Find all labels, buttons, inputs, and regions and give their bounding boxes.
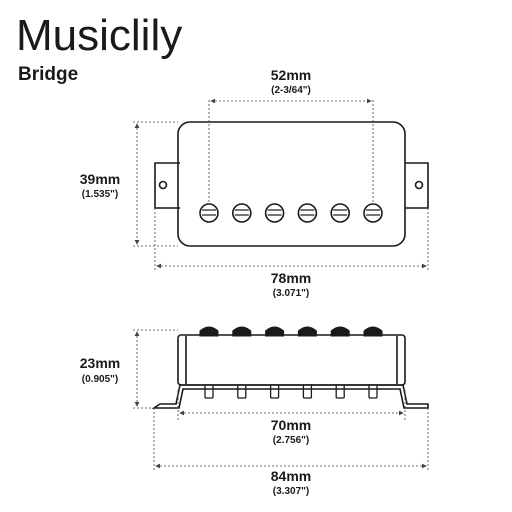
side-overall-length-imperial: (3.307") — [273, 486, 309, 497]
side-height-metric: 23mm — [80, 355, 120, 371]
brand-title: Musiclily — [16, 11, 182, 60]
overall-length-metric: 78mm — [271, 270, 311, 286]
right-mounting-ear — [405, 162, 429, 209]
top-view: 52mm (2-3/64") 39mm (1.535") 78mm (3.071… — [80, 67, 429, 299]
pole-piece-screw — [363, 203, 383, 223]
pole-piece-screw — [232, 203, 252, 223]
height-metric: 39mm — [80, 171, 120, 187]
side-legs — [204, 384, 378, 399]
side-view: 23mm (0.905") 70mm (2.756") 84mm (3.307"… — [80, 326, 429, 497]
screw-leg — [237, 384, 247, 399]
left-mounting-ear — [154, 162, 180, 209]
pole-piece-screw — [199, 203, 219, 223]
side-cover — [177, 334, 406, 386]
side-height-imperial: (0.905") — [82, 374, 118, 385]
pole-piece-screw — [330, 203, 351, 223]
top-pole-pieces — [199, 203, 383, 223]
screw-leg — [335, 384, 345, 399]
position-subtitle: Bridge — [18, 64, 78, 85]
side-overall-length-metric: 84mm — [271, 468, 311, 484]
pole-piece-top — [232, 326, 252, 337]
left-mounting-hole — [158, 180, 168, 190]
pole-piece-screw — [264, 203, 285, 223]
right-mounting-hole — [414, 180, 424, 190]
base-length-imperial: (2.756") — [273, 435, 309, 446]
pole-spacing-imperial: (2-3/64") — [271, 85, 311, 96]
height-imperial: (1.535") — [82, 189, 118, 200]
overall-length-imperial: (3.071") — [273, 288, 309, 299]
side-pole-tops — [199, 326, 383, 337]
pole-piece-screw — [297, 203, 318, 223]
screw-leg — [204, 384, 214, 399]
pole-spacing-metric: 52mm — [271, 67, 311, 83]
pole-piece-top — [330, 326, 350, 337]
screw-leg — [302, 384, 313, 399]
pole-piece-top — [297, 326, 317, 337]
screw-leg — [269, 384, 280, 399]
pole-piece-top — [199, 326, 219, 337]
pickup-cover — [177, 121, 406, 247]
screw-leg — [368, 384, 378, 399]
base-plate — [151, 384, 429, 409]
pole-piece-top — [363, 326, 383, 337]
pole-piece-top — [265, 326, 285, 337]
base-length-metric: 70mm — [271, 417, 311, 433]
